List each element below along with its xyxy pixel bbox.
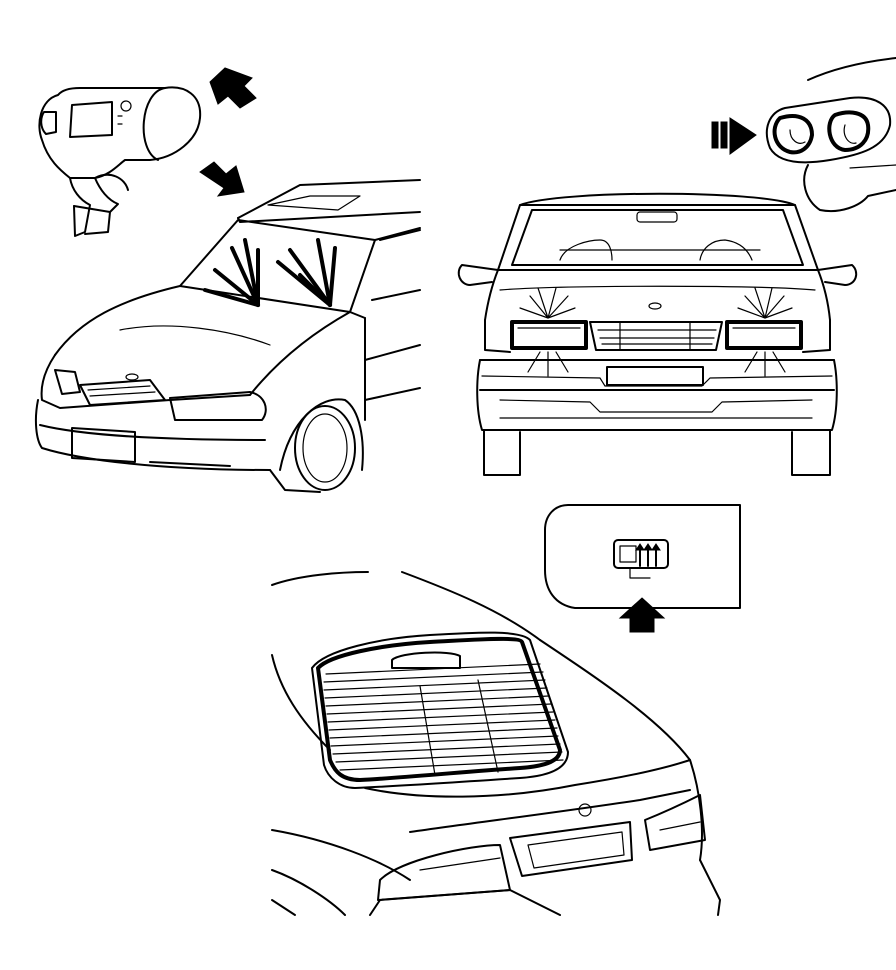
windscreen-spray-jets: [203, 238, 337, 307]
wiper-stalk: [38, 86, 202, 237]
up-arrow: [209, 67, 257, 109]
car-three-quarter-view: [34, 179, 421, 493]
heated-rear-window-grid: [323, 663, 564, 776]
push-arrow: [711, 117, 757, 155]
down-arrow: [199, 161, 245, 197]
stalk-end-button: [765, 57, 896, 212]
up-arrow: [618, 597, 666, 633]
car-front-view: [457, 192, 858, 476]
heater-switch-panel: [544, 504, 741, 609]
headlamp-spray-jets: [519, 287, 793, 377]
rear-window-defrost-icon: [613, 539, 669, 579]
car-rear-view: [271, 571, 721, 916]
